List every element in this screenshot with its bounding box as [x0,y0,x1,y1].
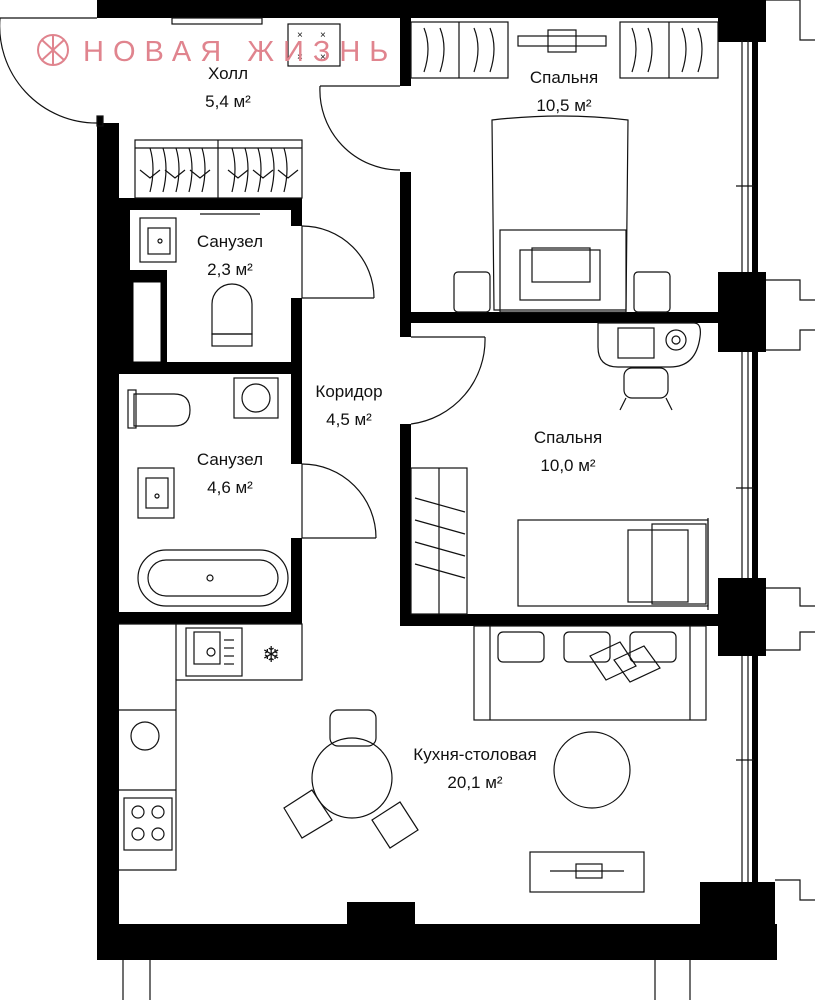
bedroom2-desk [597,322,701,411]
brand-logo: НОВАЯ ЖИЗНЬ [37,34,397,68]
wall-bedroom2-left-top [400,312,411,337]
tv-stand [529,851,645,893]
room-labels: Холл 5,4 м² Спальня 10,5 м² Санузел 2,3 … [197,64,602,792]
wall-corridor-left-3 [291,538,302,623]
room-area-bedroom1: 10,5 м² [536,96,591,115]
hall-wardrobe [134,139,303,199]
room-area-bathroom2: 4,6 м² [207,478,253,497]
wall-top-left [97,0,400,18]
bedroom1-bed [453,115,671,313]
wall-bedroom2-bottom [400,614,718,626]
bathroom1-door [301,225,375,299]
wall-right-thin-top [752,40,758,272]
room-name-bedroom1: Спальня [530,68,598,87]
sofa [473,625,707,721]
cooktop-icon: × × × × [287,23,341,67]
bedroom2-wardrobe [410,467,468,615]
bedroom1-shelf [517,29,607,53]
wall-corridor-left-2 [291,298,302,464]
bathroom2-fixtures [127,377,289,607]
bedroom1-wardrobe-left [410,21,509,79]
wall-bedroom1-left [400,172,411,337]
room-area-corridor: 4,5 м² [326,410,372,429]
wall-right-column-1 [718,272,766,352]
walls [97,0,777,960]
wall-bedroom2-left [400,424,411,626]
svg-text:❄: ❄ [262,642,280,667]
room-area-bedroom2: 10,0 м² [540,456,595,475]
kitchen-counter: ❄ [119,623,303,871]
wall-bath1-inner [119,210,130,270]
top-door-frame [171,17,263,25]
room-name-hall: Холл [208,64,248,83]
wall-bath1-top [119,198,302,210]
room-area-bathroom1: 2,3 м² [207,260,253,279]
wall-hall-bedroom [400,18,411,86]
svg-text:×: × [320,30,326,41]
svg-text:×: × [297,30,303,41]
windows [122,0,815,1000]
room-name-corridor: Коридор [315,382,382,401]
bathroom1-fixtures [139,213,260,347]
room-name-bathroom1: Санузел [197,232,263,251]
wall-bedrooms [400,312,718,323]
room-name-bathroom2: Санузел [197,450,263,469]
wall-bath2-bottom [119,612,302,624]
wall-corridor-left-1 [291,208,302,226]
shaft-void [132,281,162,363]
wall-top-corner [718,0,766,42]
brand-emblem-icon [37,34,69,66]
bedroom2-bed [517,518,709,610]
wall-bottom-column [347,902,415,932]
bedroom1-wardrobe-right [619,21,719,79]
brand-name: НОВАЯ ЖИЗНЬ [83,36,397,68]
wall-left [97,123,119,960]
entrance-door [0,17,104,127]
svg-text:×: × [320,52,326,63]
wall-bottom [97,924,777,960]
room-name-bedroom2: Спальня [534,428,602,447]
doors [0,17,486,539]
wall-right-column-2 [718,578,766,656]
svg-text:×: × [297,52,303,63]
bedroom2-door [410,336,486,425]
room-area-kitchen: 20,1 м² [447,773,502,792]
coffee-table [553,731,631,809]
room-area-hall: 5,4 м² [205,92,251,111]
room-name-kitchen: Кухня-столовая [413,745,536,764]
wall-bottom-right-corner [700,882,775,960]
wall-top-right [400,0,720,18]
dining-table [283,709,419,849]
wall-right-thin-mid [752,352,758,578]
wall-right-thin-low [752,656,758,882]
bathroom2-door [301,463,377,539]
bedroom1-door [319,85,401,171]
